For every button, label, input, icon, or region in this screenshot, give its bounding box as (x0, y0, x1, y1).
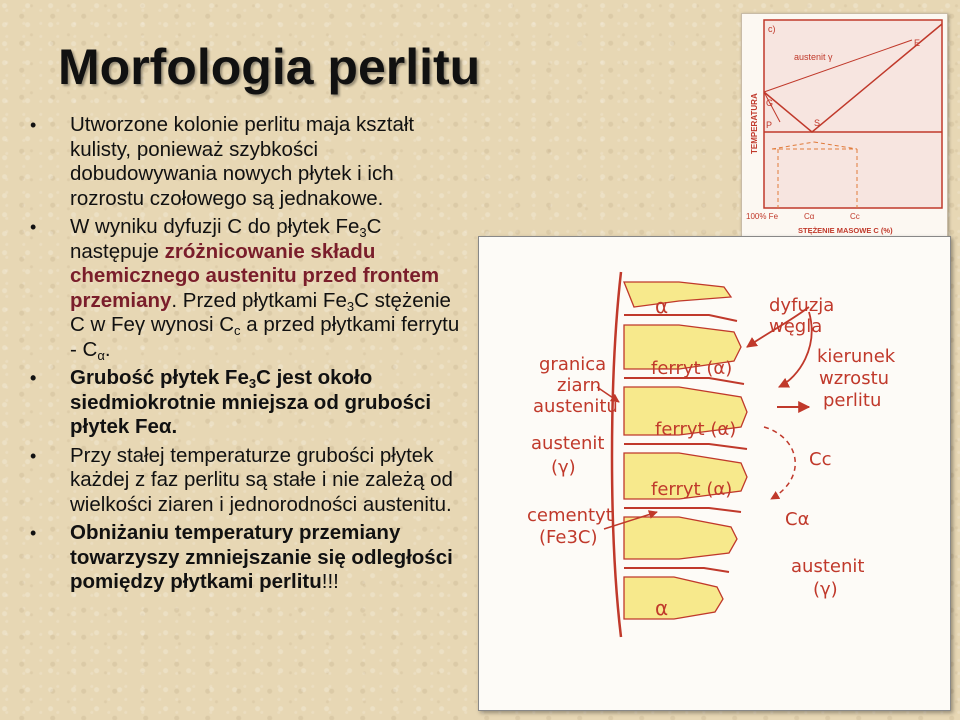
grain-boundary-label: ziarn (557, 375, 601, 396)
diffusion-label: dyfuzja (769, 295, 834, 316)
pd-label-g: G (766, 98, 773, 108)
diffusion-arrow (746, 306, 810, 348)
cementite-lamella (624, 443, 748, 450)
phase-diagram-figure: c) E austenit γ G P S TEMPERATURA 100% F… (741, 13, 948, 239)
bullet-item: Grubość płytek Fe3C jest około siedmiokr… (30, 366, 460, 440)
cementite-lamella (624, 507, 742, 513)
cementite-label: cementyt (527, 505, 613, 526)
grain-boundary-label: austenitu (533, 396, 618, 417)
boundary-pointer-arrow (596, 386, 620, 403)
cementite-label: (Fe3C) (539, 527, 598, 548)
cementite-lamella (624, 567, 730, 573)
diffusion-arrow (778, 311, 813, 388)
ferrite-lamella (623, 452, 748, 500)
highlight-text: zróżnicowanie składu chemicznego austeni… (70, 239, 440, 312)
growth-direction-label: kierunek (817, 346, 896, 367)
ferrite-lamella (623, 324, 742, 370)
ferrite-label: ferryt (α) (651, 479, 732, 500)
bullet-item: W wyniku dyfuzji C do płytek Fe3C następ… (30, 215, 460, 362)
ferrite-lamella (623, 576, 724, 620)
alpha-bottom-label: α (655, 596, 668, 620)
growth-direction-label: perlitu (823, 390, 881, 411)
ferrite-lamella (623, 386, 748, 436)
pd-label-austenit: austenit γ (794, 52, 833, 62)
concentration-arrow (763, 426, 796, 500)
grain-boundary-line (610, 271, 623, 638)
slide-title: Morfologia perlitu (58, 39, 481, 95)
ferrite-lamella (623, 516, 738, 560)
diffusion-label: węgla (769, 316, 822, 337)
pd-x-tick-fe: 100% Fe (746, 212, 779, 221)
grain-boundary-label: granica (539, 354, 606, 375)
pearlite-morphology-figure: α ferryt (α) ferryt (α) ferryt (α) α dyf… (478, 236, 951, 711)
austenite-right-label: (γ) (813, 579, 838, 600)
bullet-list: Utworzone kolonie perlitu maja kształt k… (30, 113, 460, 599)
pd-label-e: E (914, 38, 920, 48)
ferrite-label: ferryt (α) (651, 358, 732, 379)
cc-label: Cc (809, 449, 831, 470)
austenite-left-label: austenit (531, 433, 604, 454)
ferrite-label: ferryt (α) (655, 419, 736, 440)
phase-diagram-svg: c) E austenit γ G P S TEMPERATURA 100% F… (746, 19, 943, 235)
cementite-lamella (624, 377, 745, 385)
pearlite-morphology-svg: α ferryt (α) ferryt (α) ferryt (α) α dyf… (527, 271, 896, 638)
pd-x-axis-label: STĘŻENIE MASOWE C (%) (798, 226, 893, 235)
pd-y-axis-label: TEMPERATURA (750, 93, 759, 154)
pd-label-c: c) (768, 24, 776, 34)
austenite-right-label: austenit (791, 556, 864, 577)
bullet-item: Utworzone kolonie perlitu maja kształt k… (30, 113, 460, 211)
c-alpha-label: Cα (785, 509, 809, 530)
pd-x-tick-cc: Cc (850, 212, 860, 221)
pd-label-p: P (766, 120, 772, 130)
pd-x-tick-ca: Cα (804, 212, 815, 221)
cementite-pointer-arrow (603, 510, 658, 530)
austenite-left-label: (γ) (551, 457, 576, 478)
pd-label-s: S (814, 118, 820, 128)
growth-direction-label: wzrostu (819, 368, 889, 389)
ferrite-lamella-top (623, 281, 733, 308)
alpha-top-label: α (655, 294, 668, 318)
bullet-item: Przy stałej temperaturze grubości płytek… (30, 444, 460, 518)
cementite-lamella (624, 314, 738, 322)
bullet-item: Obniżaniu temperatury przemiany towarzys… (30, 521, 460, 595)
